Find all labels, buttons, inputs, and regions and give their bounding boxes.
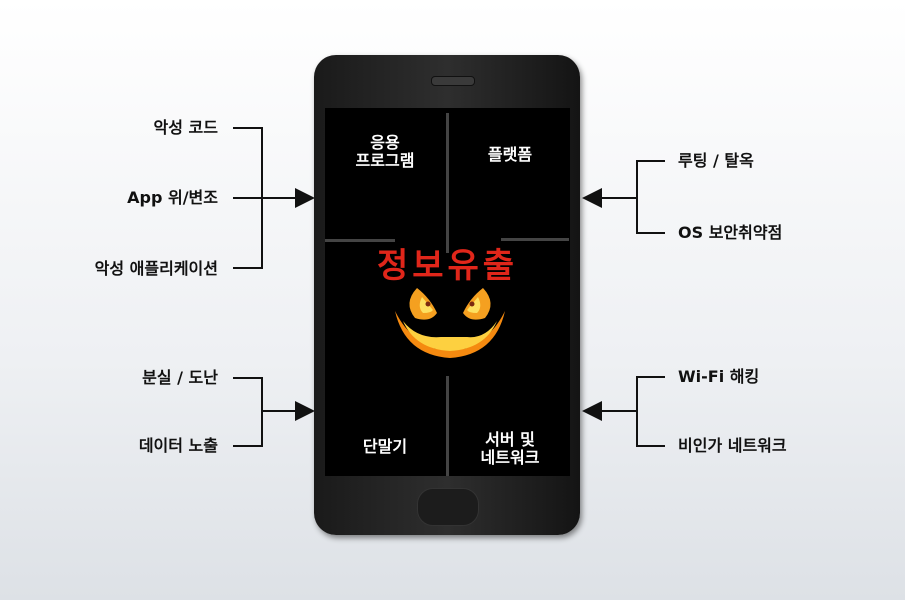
quadrant-line: 네트워크 bbox=[480, 448, 540, 467]
label-malicious-app: 악성 애플리케이션 bbox=[94, 259, 218, 278]
divider bbox=[446, 113, 449, 253]
label-wifi-hacking: Wi-Fi 해킹 bbox=[678, 367, 760, 386]
divider bbox=[325, 239, 395, 242]
label-data-exposure: 데이터 노출 bbox=[138, 436, 218, 455]
bracket-top-right bbox=[636, 160, 665, 234]
label-rooting: 루팅 / 탈옥 bbox=[678, 151, 754, 170]
label-app-tampering: App 위/변조 bbox=[127, 188, 218, 207]
quadrant-line: 프로그램 bbox=[355, 151, 415, 170]
smartphone: 응용 프로그램 플랫폼 단말기 서버 및 네트워크 정보유출 bbox=[314, 55, 580, 535]
bracket-bottom-right bbox=[636, 376, 665, 447]
home-button bbox=[417, 488, 479, 526]
label-loss-theft: 분실 / 도난 bbox=[142, 368, 218, 387]
quadrant-device: 단말기 bbox=[362, 437, 408, 456]
quadrant-line: 응용 bbox=[370, 133, 400, 152]
phone-screen: 응용 프로그램 플랫폼 단말기 서버 및 네트워크 정보유출 bbox=[325, 108, 570, 476]
divider bbox=[501, 238, 569, 241]
quadrant-server-network: 서버 및 네트워크 bbox=[455, 431, 565, 467]
bracket-top-left bbox=[233, 127, 263, 269]
divider bbox=[446, 376, 449, 476]
label-malware: 악성 코드 bbox=[153, 118, 218, 137]
quadrant-platform: 플랫폼 bbox=[487, 145, 533, 164]
quadrant-line: 서버 및 bbox=[485, 430, 535, 449]
label-unauthorized-network: 비인가 네트워크 bbox=[678, 436, 787, 455]
bracket-bottom-left bbox=[233, 377, 263, 447]
quadrant-application: 응용 프로그램 bbox=[335, 134, 435, 170]
jack-o-lantern-face-icon bbox=[395, 288, 505, 358]
label-os-vuln: OS 보안취약점 bbox=[678, 223, 783, 242]
center-title: 정보유출 bbox=[376, 246, 519, 286]
speaker-icon bbox=[431, 76, 475, 86]
